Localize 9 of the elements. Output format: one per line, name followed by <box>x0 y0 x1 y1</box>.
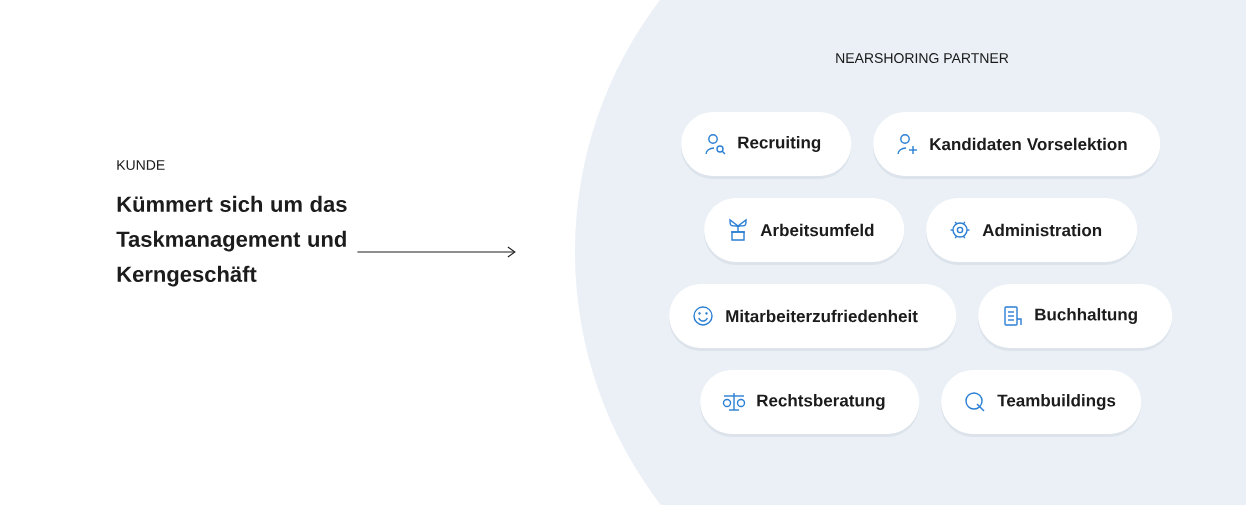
service-pill: Arbeitsumfeld <box>704 198 905 265</box>
service-pill: Buchhaltung <box>978 284 1173 351</box>
service-pill: Mitarbeiterzufriedenheit <box>669 284 957 351</box>
service-pill: Rechtsberatung <box>700 370 920 437</box>
service-pill: Administration <box>926 198 1138 265</box>
intro-text: KUNDE Kümmert sich um das Taskmanagement und Kerngeschäft <box>116 160 347 287</box>
arrow <box>356 246 516 258</box>
service-pill: Kandidaten Vorselektion <box>873 112 1161 179</box>
service-pill: Teambuildings <box>941 370 1142 437</box>
